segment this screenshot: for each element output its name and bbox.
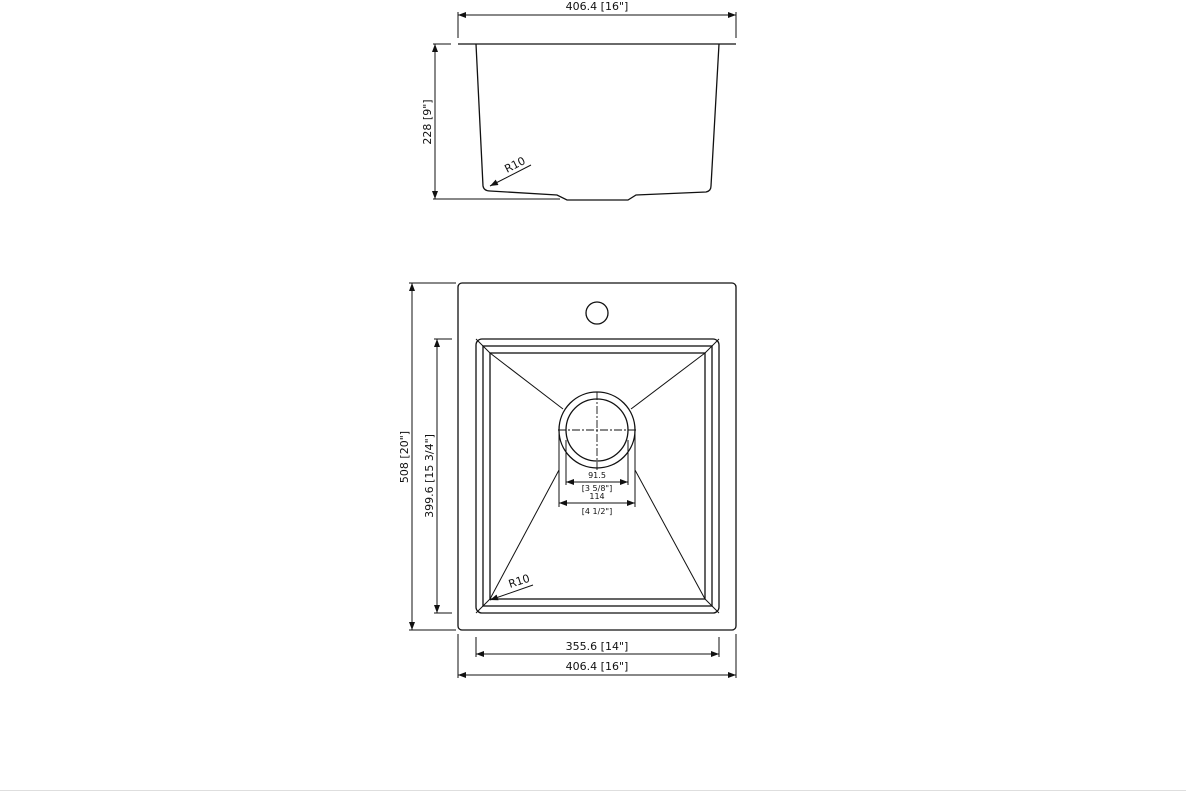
side-radius-label: R10 bbox=[502, 154, 527, 175]
drain-outer-mm: 114 bbox=[589, 492, 604, 501]
bowl-inner bbox=[482, 345, 713, 607]
bowl-length-label: 399.6 [15 3/4"] bbox=[423, 434, 436, 518]
bowl-width-label: 355.6 [14"] bbox=[566, 640, 629, 653]
side-width-label: 406.4 [16"] bbox=[566, 0, 629, 13]
drain-inner-mm: 91.5 bbox=[588, 471, 606, 480]
bottom-divider bbox=[0, 790, 1186, 791]
radius-leader bbox=[489, 164, 532, 187]
bowl-floor bbox=[489, 352, 706, 600]
bowl-profile bbox=[475, 43, 720, 201]
sink-outline bbox=[457, 282, 737, 631]
drain-inner-in: [3 5/8"] bbox=[582, 484, 612, 493]
bowl-outer bbox=[475, 338, 720, 614]
side-height-label: 228 [9"] bbox=[421, 99, 434, 144]
side-view: 406.4 [16"] 228 [9"] R10 bbox=[421, 0, 737, 201]
faucet-hole bbox=[585, 301, 609, 325]
plan-radius-label: R10 bbox=[507, 572, 532, 591]
overall-width-label: 406.4 [16"] bbox=[566, 660, 629, 673]
drain-outer-in: [4 1/2"] bbox=[582, 507, 612, 516]
plan-view: 91.5 [3 5/8"] 114 [4 1/2"] R10 508 [20"]… bbox=[398, 282, 737, 678]
overall-length-label: 508 [20"] bbox=[398, 431, 411, 483]
